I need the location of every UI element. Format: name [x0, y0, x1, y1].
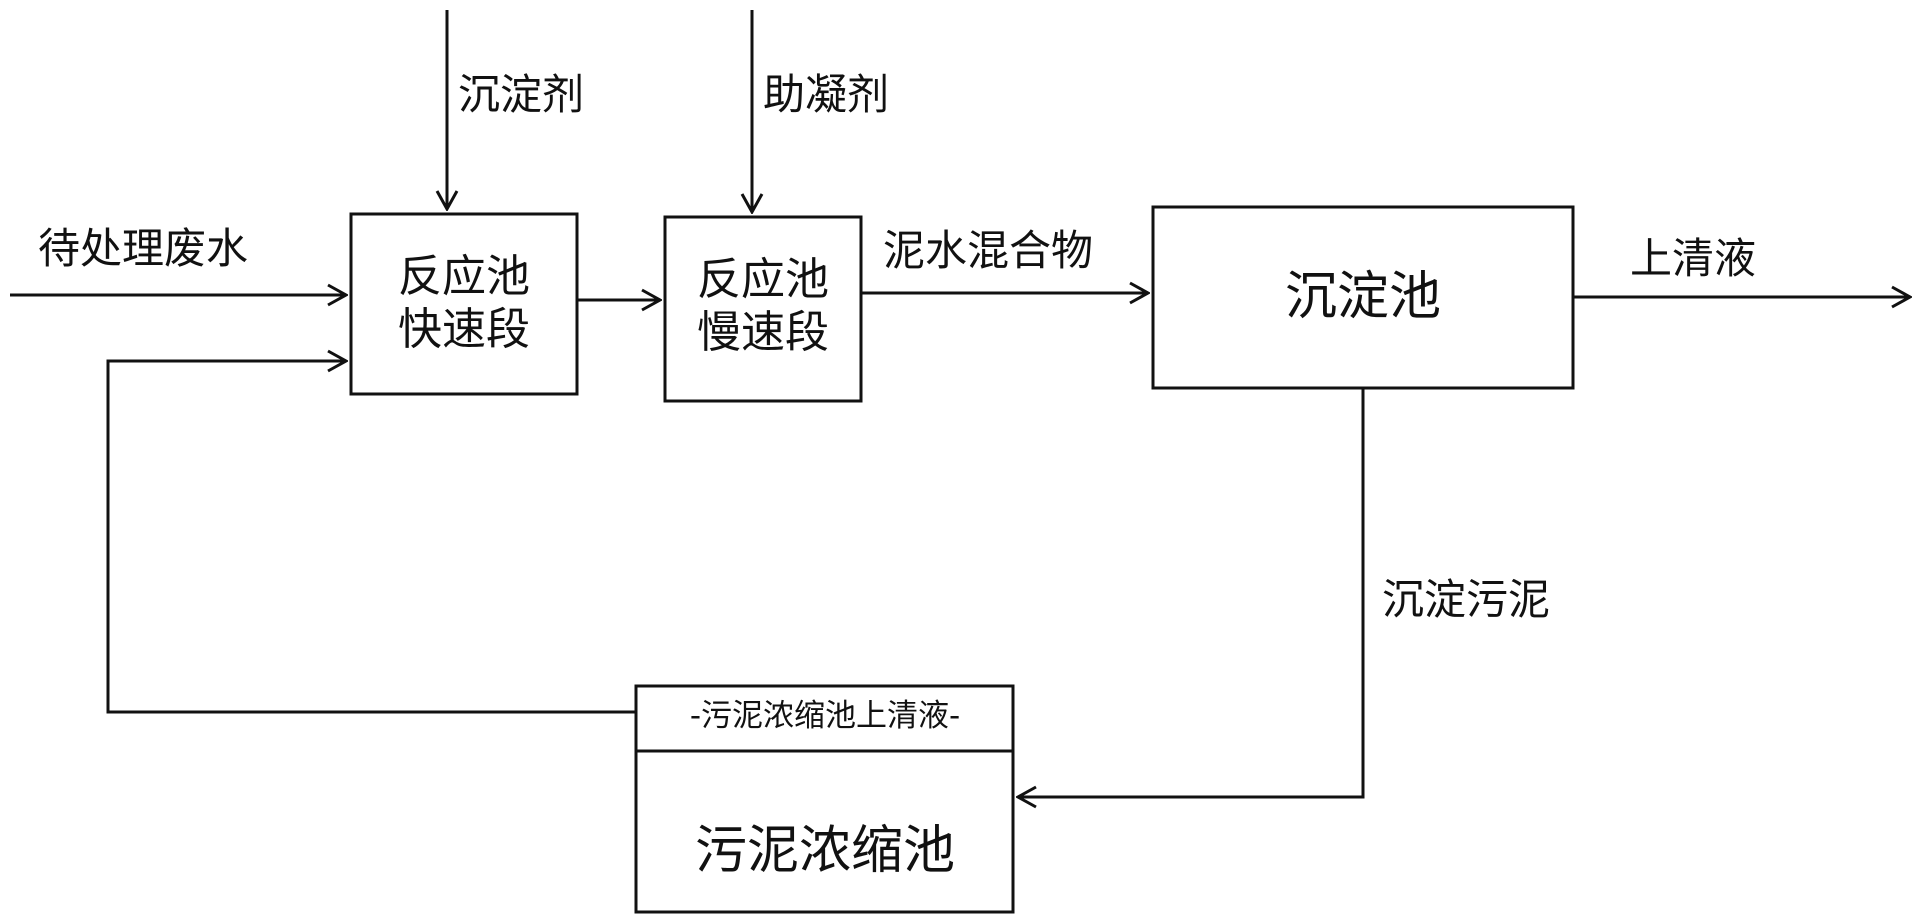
thickener-supernatant-label: -污泥浓缩池上清液- — [689, 698, 961, 734]
influent-label: 待处理废水 — [38, 224, 249, 273]
settling-tank-box — [1151, 205, 1575, 390]
effluent-label: 上清液 — [1630, 234, 1757, 283]
recycle-arrow — [106, 361, 636, 714]
coagulant-aid-label: 助凝剂 — [763, 70, 890, 119]
slow-reaction-label: 反应池 慢速段 — [697, 254, 829, 358]
slow-reaction-box — [663, 215, 863, 403]
sludge-thickener-box — [634, 684, 1015, 914]
sludge-arrow — [1018, 388, 1365, 797]
mixture-label: 泥水混合物 — [883, 226, 1094, 275]
thickener-label: 污泥浓缩池 — [694, 821, 956, 881]
fast-reaction-box — [349, 212, 579, 396]
sludge-label: 沉淀污泥 — [1382, 575, 1551, 624]
settling-tank-label: 沉淀池 — [1284, 267, 1442, 327]
precipitant-label: 沉淀剂 — [458, 70, 585, 119]
fast-reaction-label: 反应池 快速段 — [398, 251, 530, 355]
